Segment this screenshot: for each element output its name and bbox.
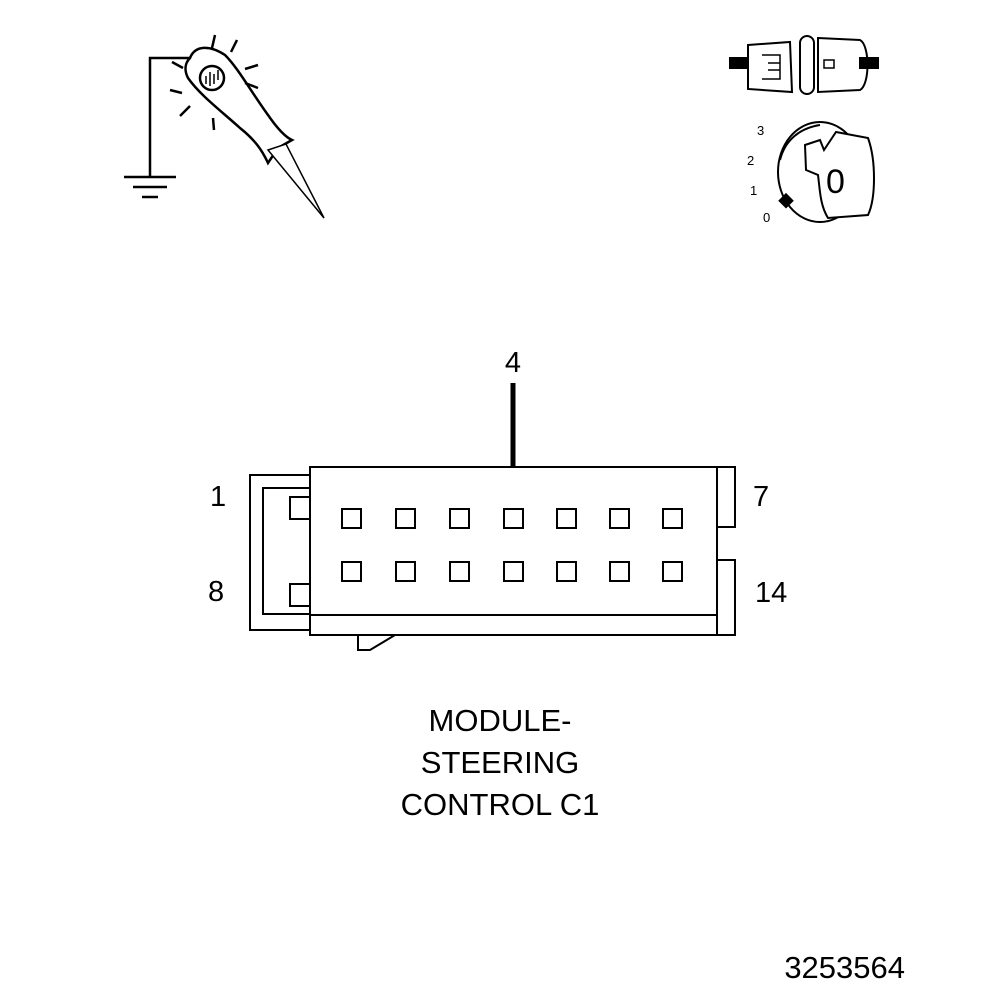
cavity-12 xyxy=(556,561,577,582)
cavity-13 xyxy=(609,561,630,582)
cavity-6 xyxy=(609,508,630,529)
cavity-7 xyxy=(662,508,683,529)
ignition-position-2: 2 xyxy=(747,153,754,168)
test-light-to-ground-icon xyxy=(124,34,325,219)
cavity-4 xyxy=(503,508,524,529)
cavity-1 xyxy=(341,508,362,529)
highlighted-pin-label: 4 xyxy=(505,347,521,379)
ignition-key-icon: 3 2 1 0 0 xyxy=(747,121,875,225)
connector-title: MODULE- STEERING CONTROL C1 xyxy=(300,700,700,826)
cavity-8 xyxy=(341,561,362,582)
ignition-position-1: 1 xyxy=(750,183,757,198)
cavity-2 xyxy=(395,508,416,529)
figure-number: 3253564 xyxy=(784,950,905,985)
key-label: 0 xyxy=(826,163,845,201)
pin-label-top-left: 1 xyxy=(210,481,226,513)
pin-label-bottom-left: 8 xyxy=(208,576,224,608)
pin-label-bottom-right: 14 xyxy=(755,577,787,609)
cavity-14 xyxy=(662,561,683,582)
title-line-1: MODULE- xyxy=(428,703,572,738)
cavity-3 xyxy=(449,508,470,529)
pin-label-top-right: 7 xyxy=(753,481,769,513)
cavity-11 xyxy=(503,561,524,582)
ignition-position-0: 0 xyxy=(763,210,770,225)
cavity-10 xyxy=(449,561,470,582)
connector-body xyxy=(249,466,736,651)
ignition-position-3: 3 xyxy=(757,123,764,138)
connector-disconnected-icon xyxy=(729,35,879,95)
cavity-5 xyxy=(556,508,577,529)
pin-cavities xyxy=(341,508,683,582)
title-line-3: CONTROL C1 xyxy=(400,787,600,822)
title-line-2: STEERING xyxy=(420,745,580,780)
cavity-9 xyxy=(395,561,416,582)
